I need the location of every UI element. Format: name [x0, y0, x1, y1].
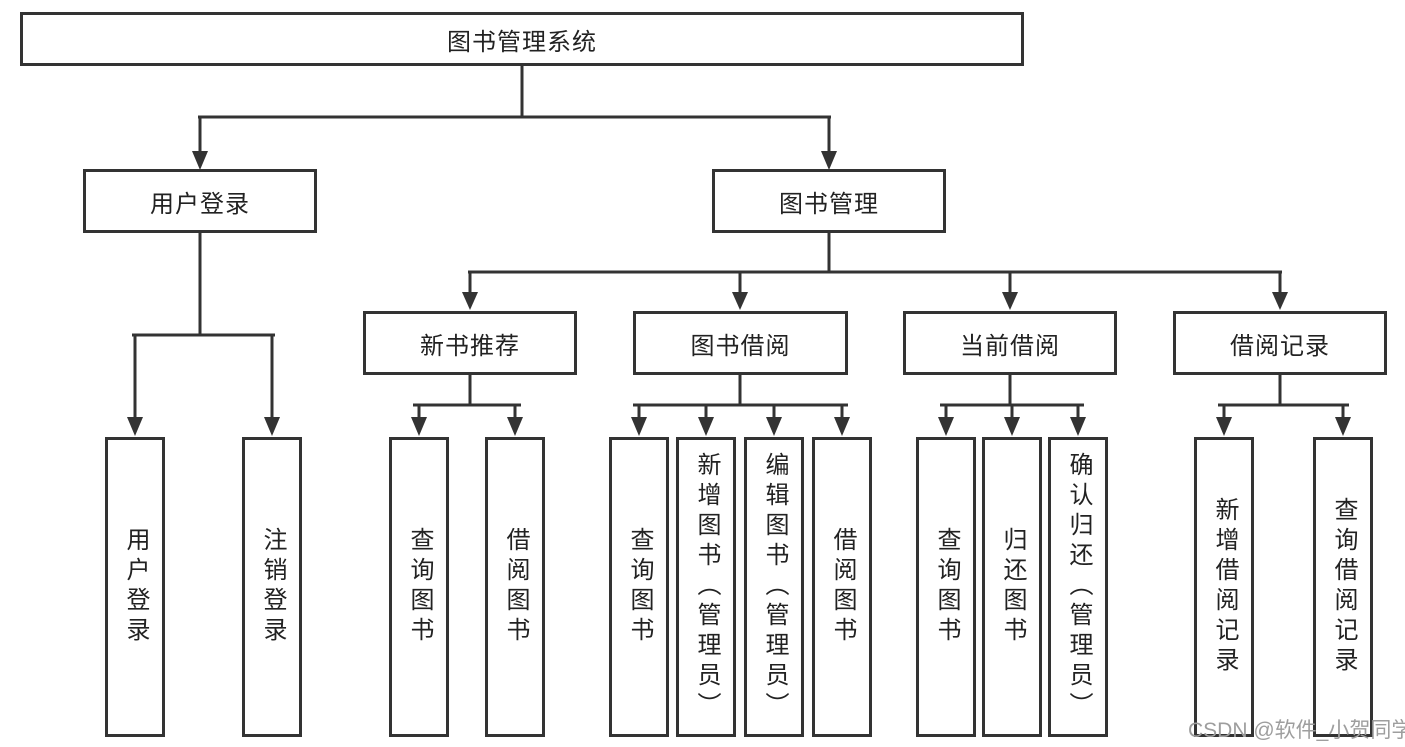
node-book-management: 图书管理 — [712, 169, 946, 233]
node-current-borrowing: 当前借阅 — [903, 311, 1117, 375]
leaf-logout: 注销登录 — [242, 437, 302, 737]
node-book-borrowing: 图书借阅 — [633, 311, 848, 375]
csdn-watermark: CSDN @软件_小贺同学 — [1188, 719, 1405, 742]
leaf-search-books-current: 查询图书 — [916, 437, 976, 737]
leaf-label: 查询图书 — [933, 527, 960, 647]
node-label: 图书借阅 — [690, 332, 791, 360]
leaf-search-books-recommend: 查询图书 — [389, 437, 449, 737]
node-label: 当前借阅 — [960, 332, 1060, 360]
node-label: 图书管理 — [779, 190, 879, 218]
leaf-user-login: 用户登录 — [105, 437, 165, 737]
leaf-label: 用户登录 — [122, 527, 149, 647]
node-new-book-recommendation: 新书推荐 — [363, 311, 577, 375]
leaf-label: 归还图书 — [999, 527, 1026, 647]
leaf-add-books-admin: 新增图书（管理员） — [676, 437, 736, 737]
leaf-borrow-books-recommend: 借阅图书 — [485, 437, 545, 737]
leaf-edit-books-admin: 编辑图书（管理员） — [744, 437, 804, 737]
leaf-confirm-return-admin: 确认归还（管理员） — [1048, 437, 1108, 737]
node-label: 图书管理系统 — [447, 28, 597, 56]
leaf-label: 确认归还（管理员） — [1065, 452, 1092, 722]
leaf-label: 编辑图书（管理员） — [761, 452, 788, 722]
node-borrowing-records: 借阅记录 — [1173, 311, 1387, 375]
leaf-label: 查询借阅记录 — [1330, 497, 1357, 677]
leaf-label: 新增图书（管理员） — [693, 452, 720, 722]
leaf-return-books: 归还图书 — [982, 437, 1042, 737]
leaf-label: 新增借阅记录 — [1211, 497, 1238, 677]
leaf-add-borrow-record: 新增借阅记录 — [1194, 437, 1254, 737]
leaf-label: 查询图书 — [626, 527, 653, 647]
leaf-search-borrow-record: 查询借阅记录 — [1313, 437, 1373, 737]
node-label: 借阅记录 — [1230, 332, 1330, 360]
leaf-search-books-borrowing: 查询图书 — [609, 437, 669, 737]
leaf-borrow-books-borrowing: 借阅图书 — [812, 437, 872, 737]
leaf-label: 借阅图书 — [829, 527, 856, 647]
leaf-label: 借阅图书 — [502, 527, 529, 647]
node-user-login: 用户登录 — [83, 169, 317, 233]
leaf-label: 查询图书 — [406, 527, 433, 647]
leaf-label: 注销登录 — [259, 527, 286, 647]
node-label: 用户登录 — [150, 190, 250, 218]
node-library-management-system: 图书管理系统 — [20, 12, 1024, 66]
node-label: 新书推荐 — [420, 332, 520, 360]
